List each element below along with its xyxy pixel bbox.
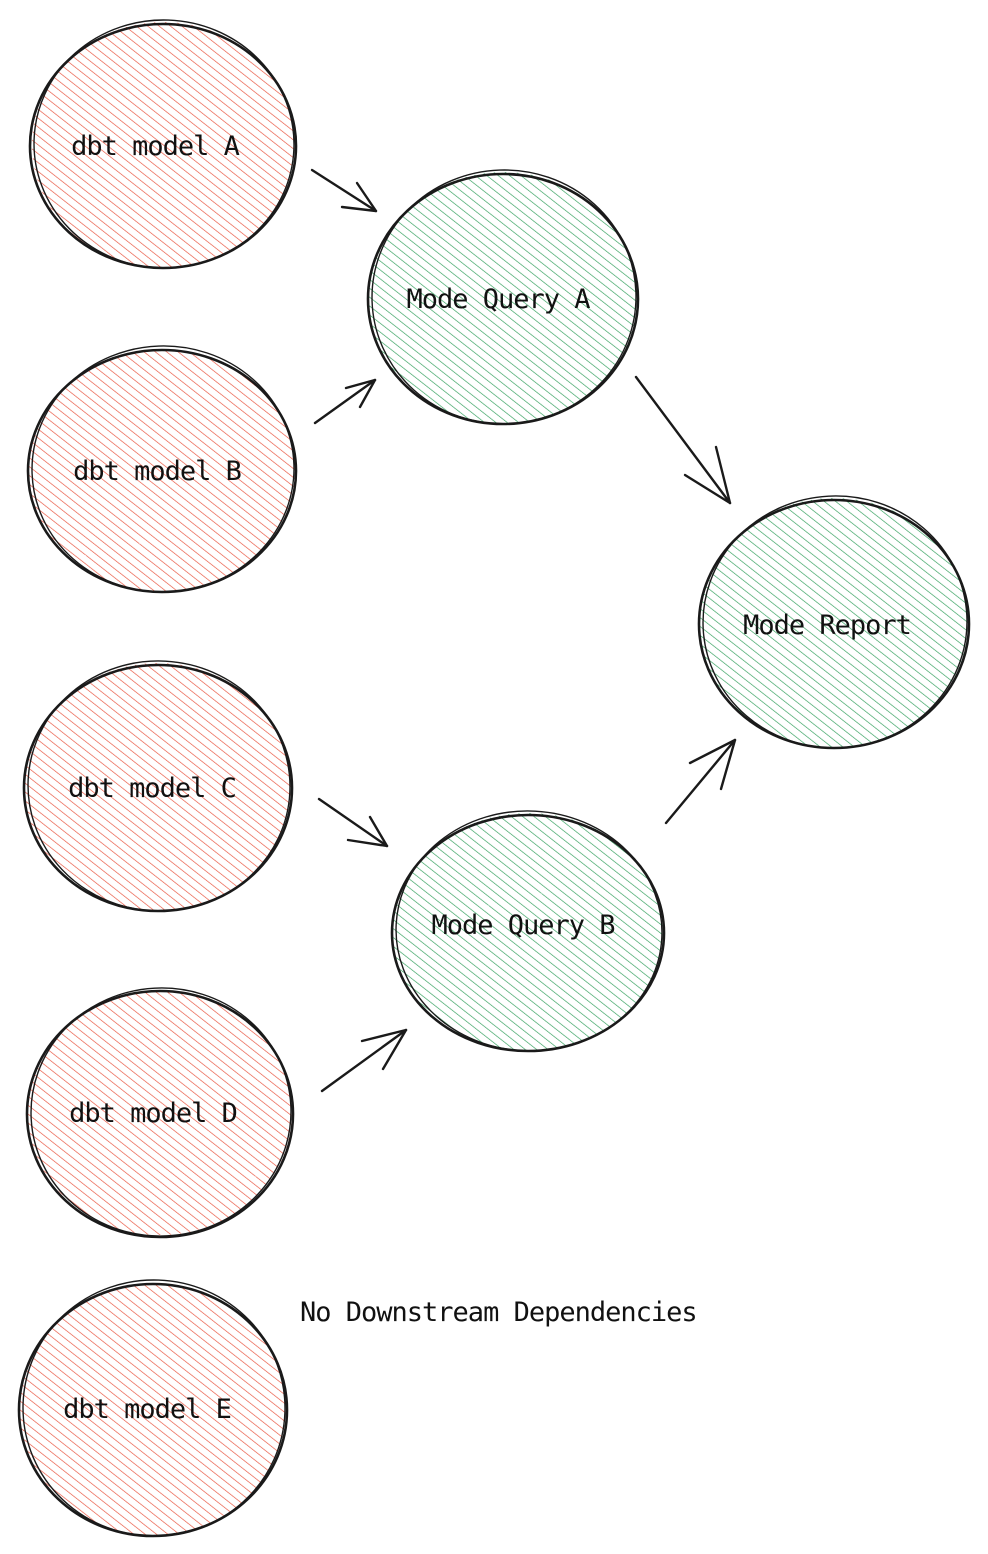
edge-mode-query-a-to-mode-report [634, 375, 732, 505]
node-dbt-model-b[interactable]: dbt model B [26, 342, 298, 597]
node-mode-query-b[interactable]: Mode Query B [390, 804, 668, 1058]
edge-dbt-model-a-to-mode-query-a [310, 168, 378, 213]
edge-dbt-model-c-to-mode-query-b [317, 797, 389, 848]
node-label: dbt model C [68, 773, 236, 804]
node-label: dbt model D [69, 1098, 237, 1129]
node-dbt-model-c[interactable]: dbt model C [22, 654, 297, 917]
node-label: Mode Query A [406, 284, 590, 315]
edge-dbt-model-b-to-mode-query-a [313, 378, 377, 425]
node-label: dbt model B [73, 456, 241, 487]
note-no-downstream-dependencies: No Downstream Dependencies [300, 1297, 697, 1328]
node-label: Mode Query B [431, 910, 614, 941]
node-label: Mode Report [743, 610, 911, 641]
node-label: dbt model E [63, 1394, 231, 1425]
node-label: dbt model A [71, 131, 240, 162]
node-dbt-model-a[interactable]: dbt model A [28, 16, 298, 273]
edge-mode-query-b-to-mode-report [664, 738, 737, 825]
edge-dbt-model-d-to-mode-query-b [320, 1028, 408, 1093]
node-dbt-model-e[interactable]: dbt model E [17, 1276, 290, 1541]
node-mode-report[interactable]: Mode Report [697, 489, 974, 754]
node-dbt-model-d[interactable]: dbt model D [25, 981, 298, 1242]
node-mode-query-a[interactable]: Mode Query A [366, 165, 641, 428]
